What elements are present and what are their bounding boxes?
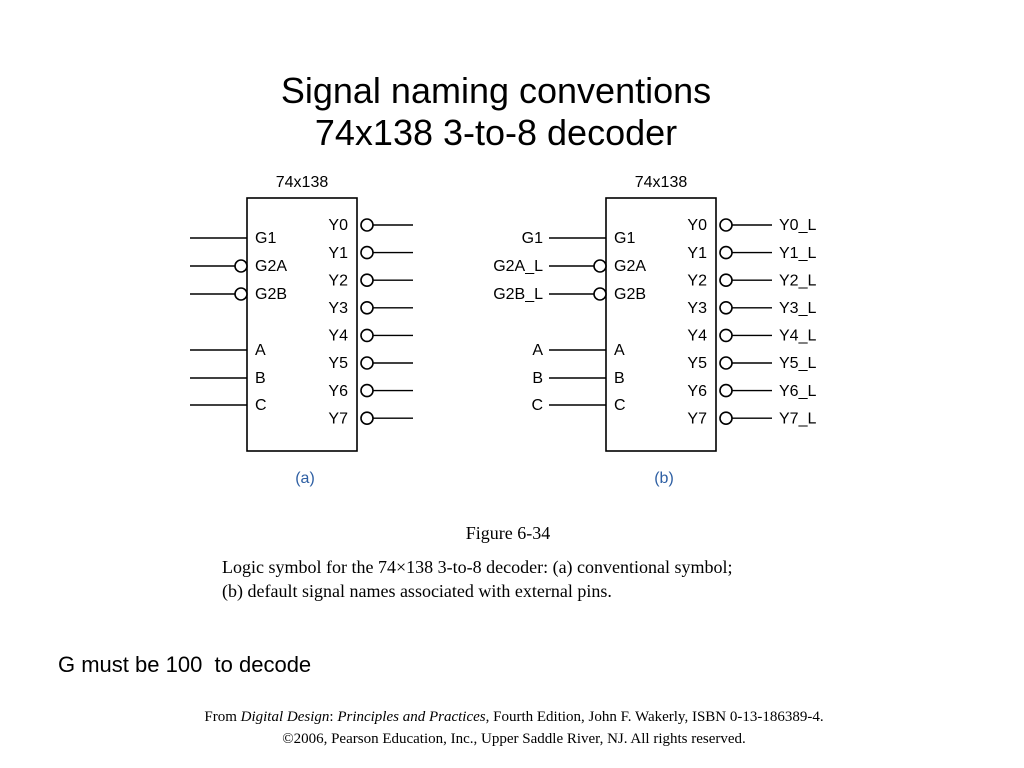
panel-b-output-pin-y4: Y4: [687, 328, 707, 345]
source-line-1: From Digital Design: Principles and Prac…: [204, 709, 824, 725]
panel-b-input-pin-c: C: [614, 397, 626, 414]
book-title: Digital Design: [240, 709, 330, 725]
panel-b-output-pin-y1: Y1: [687, 245, 707, 262]
title-line-1: Signal naming conventions: [280, 70, 712, 111]
panel-b-output-bubble-y5: [719, 356, 733, 370]
panel-a-output-pin-y4: Y4: [328, 328, 348, 345]
panel-b-input-pin-g2a: G2A: [614, 258, 646, 275]
panel-b-input-signal-g2b: G2B_L: [493, 286, 543, 303]
panel-b-chip-name: 74x138: [635, 174, 688, 191]
panel-a-output-bubble-y4: [360, 328, 374, 343]
panel-a-input-pin-g1: G1: [255, 230, 276, 247]
panel-b-inversion-bubble-g2a: [593, 259, 607, 273]
panel-a-input-pin-b: B: [255, 370, 266, 387]
panel-b-output-signal-y1: Y1_L: [779, 245, 816, 262]
panel-b-output-bubble-y0: [719, 218, 733, 232]
panel-a-input-pin-g2a: G2A: [255, 258, 287, 275]
panel-b-output-pin-y0: Y0: [687, 217, 707, 234]
panel-a-output-pin-y2: Y2: [328, 272, 348, 289]
panel-a-output-pin-y6: Y6: [328, 383, 348, 400]
panel-a-output-pin-y5: Y5: [328, 355, 348, 372]
panel-a-output-bubble-y2: [360, 273, 374, 288]
panel-a-output-bubble-y1: [360, 245, 374, 260]
panel-a-chip-name: 74x138: [276, 174, 329, 191]
panel-b-output-signal-y3: Y3_L: [779, 300, 816, 317]
panel-b-input-pin-g2b: G2B: [614, 286, 646, 303]
panel-a-input-pin-g2b: G2B: [255, 286, 287, 303]
source-citation: From Digital Design: Principles and Prac…: [0, 706, 1024, 750]
panel-b-input-signal-g2a: G2A_L: [493, 258, 543, 275]
panel-a-input-pin-a: A: [255, 342, 266, 359]
panel-b-chip-body: [605, 197, 717, 452]
panel-b-output-pin-y5: Y5: [687, 355, 707, 372]
panel-a-output-pin-y7: Y7: [328, 410, 348, 427]
panel-b-output-bubble-y1: [719, 245, 733, 260]
panel-b-output-signal-y7: Y7_L: [779, 410, 816, 427]
panel-a-chip-body: [246, 197, 358, 452]
panel-b-input-pin-b: B: [614, 370, 625, 387]
panel-a-inversion-bubble-g2a: [234, 259, 248, 273]
panel-b-output-bubble-y6: [719, 383, 733, 398]
panel-b-output-signal-y6: Y6_L: [779, 383, 816, 400]
panel-a-output-pin-y0: Y0: [328, 217, 348, 234]
panel-b-input-pin-g1: G1: [614, 230, 635, 247]
panel-b-output-signal-y5: Y5_L: [779, 355, 816, 372]
panel-b-output-pin-y7: Y7: [687, 410, 707, 427]
panel-b-output-pin-y6: Y6: [687, 383, 707, 400]
panel-b-sublabel: (b): [654, 470, 674, 487]
panel-b-output-pin-y3: Y3: [687, 300, 707, 317]
panel-a-sublabel: (a): [295, 470, 315, 487]
decode-note: G must be 100 to decode: [58, 652, 312, 677]
panel-a-output-pin-y1: Y1: [328, 245, 348, 262]
source-line-2: ©2006, Pearson Education, Inc., Upper Sa…: [282, 731, 746, 747]
panel-b-input-signal-g1: G1: [522, 230, 543, 247]
panel-a-input-pin-c: C: [255, 397, 267, 414]
panel-b-output-bubble-y3: [719, 300, 733, 315]
book-subtitle: Principles and Practices: [337, 709, 486, 725]
panel-b-output-bubble-y2: [719, 273, 733, 288]
panel-b-input-signal-b: B: [532, 370, 543, 387]
figure-description: Logic symbol for the 74×138 3-to-8 decod…: [222, 555, 733, 603]
slide-title: Signal naming conventions 74x138 3-to-8 …: [0, 70, 992, 154]
panel-b-output-bubble-y7: [719, 411, 733, 426]
panel-a-inversion-bubble-g2b: [234, 287, 248, 301]
panel-b-output-pin-y2: Y2: [687, 272, 707, 289]
figure-description-line-1: Logic symbol for the 74×138 3-to-8 decod…: [222, 557, 733, 577]
panel-b-input-signal-a: A: [532, 342, 543, 359]
panel-a-output-bubble-y3: [360, 300, 374, 315]
panel-a-output-bubble-y7: [360, 411, 374, 426]
panel-b-inversion-bubble-g2b: [593, 287, 607, 301]
panel-a-output-bubble-y5: [360, 356, 374, 370]
panel-a-output-bubble-y6: [360, 383, 374, 398]
panel-b-input-pin-a: A: [614, 342, 625, 359]
figure-description-line-2: (b) default signal names associated with…: [222, 581, 612, 601]
panel-a-output-pin-y3: Y3: [328, 300, 348, 317]
title-line-2: 74x138 3-to-8 decoder: [314, 112, 678, 153]
panel-b-input-signal-c: C: [531, 397, 543, 414]
panel-b-output-bubble-y4: [719, 328, 733, 343]
figure-number: Figure 6-34: [465, 523, 551, 543]
panel-a-output-bubble-y0: [360, 218, 374, 232]
panel-b-output-signal-y4: Y4_L: [779, 328, 816, 345]
panel-b-output-signal-y0: Y0_L: [779, 217, 816, 234]
panel-b-output-signal-y2: Y2_L: [779, 272, 816, 289]
